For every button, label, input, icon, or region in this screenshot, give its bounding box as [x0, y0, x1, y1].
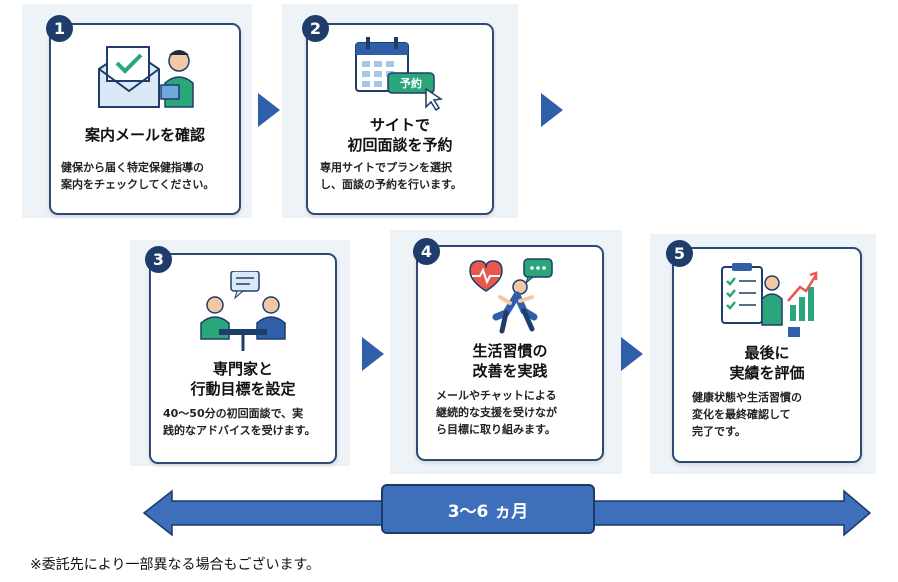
email-check-icon	[95, 41, 201, 121]
calendar-booking-icon: 予約	[352, 37, 452, 115]
step-1-card: 案内メールを確認 健保から届く特定保健指導の 案内をチェックしてください。	[49, 23, 241, 215]
step-5-title: 最後に 実績を評価	[729, 344, 805, 382]
step-2-number-badge: 2	[302, 15, 329, 42]
step-5-desc: 健康状態や生活習慣の 変化を最終確認して 完了です。	[692, 391, 802, 438]
step-3-desc: 40～50分の初回面談で、実 践的なアドバイスを受けます。	[163, 407, 316, 437]
arrow-2-to-3	[541, 93, 563, 127]
step-4-number-badge: 4	[413, 238, 440, 265]
meeting-icon	[193, 270, 293, 357]
step-1-desc: 健保から届く特定保健指導の 案内をチェックしてください。	[61, 161, 215, 191]
arrow-3-to-4	[362, 337, 384, 371]
step-4-title: 生活習慣の 改善を実践	[472, 342, 548, 380]
footnote: ※委託先により一部異なる場合もございます。	[30, 557, 321, 573]
running-heart-icon	[462, 257, 562, 343]
step-2-card: 予約 サイトで 初回面談を予約 専用サイトでプランを選択 し、面談の予約を行いま…	[306, 23, 494, 215]
arrow-1-to-2	[258, 93, 280, 127]
step-5-number-badge: 5	[666, 240, 693, 267]
step-2-desc: 専用サイトでプランを選択 し、面談の予約を行います。	[320, 161, 462, 191]
step-4-card: 生活習慣の 改善を実践 メールやチャットによる 継続的な支援を受けなが ら目標に…	[416, 245, 604, 461]
step-3-number-badge: 3	[145, 246, 172, 273]
step-4-desc: メールやチャットによる 継続的な支援を受けなが ら目標に取り組みます。	[436, 389, 557, 436]
duration-label: 3～6 ヵ月	[381, 484, 595, 534]
arrow-4-to-5	[621, 337, 643, 371]
booking-label: 予約	[400, 77, 422, 90]
step-2-title: サイトで 初回面談を予約	[347, 116, 453, 154]
step-3-card: 専門家と 行動目標を設定 40～50分の初回面談で、実 践的なアドバイスを受けま…	[149, 253, 337, 464]
step-3-title: 専門家と 行動目標を設定	[190, 360, 296, 398]
checklist-growth-icon	[716, 261, 820, 345]
step-1-title: 案内メールを確認	[84, 126, 205, 144]
step-1-number-badge: 1	[46, 15, 73, 42]
step-5-card: 最後に 実績を評価 健康状態や生活習慣の 変化を最終確認して 完了です。	[672, 247, 862, 463]
